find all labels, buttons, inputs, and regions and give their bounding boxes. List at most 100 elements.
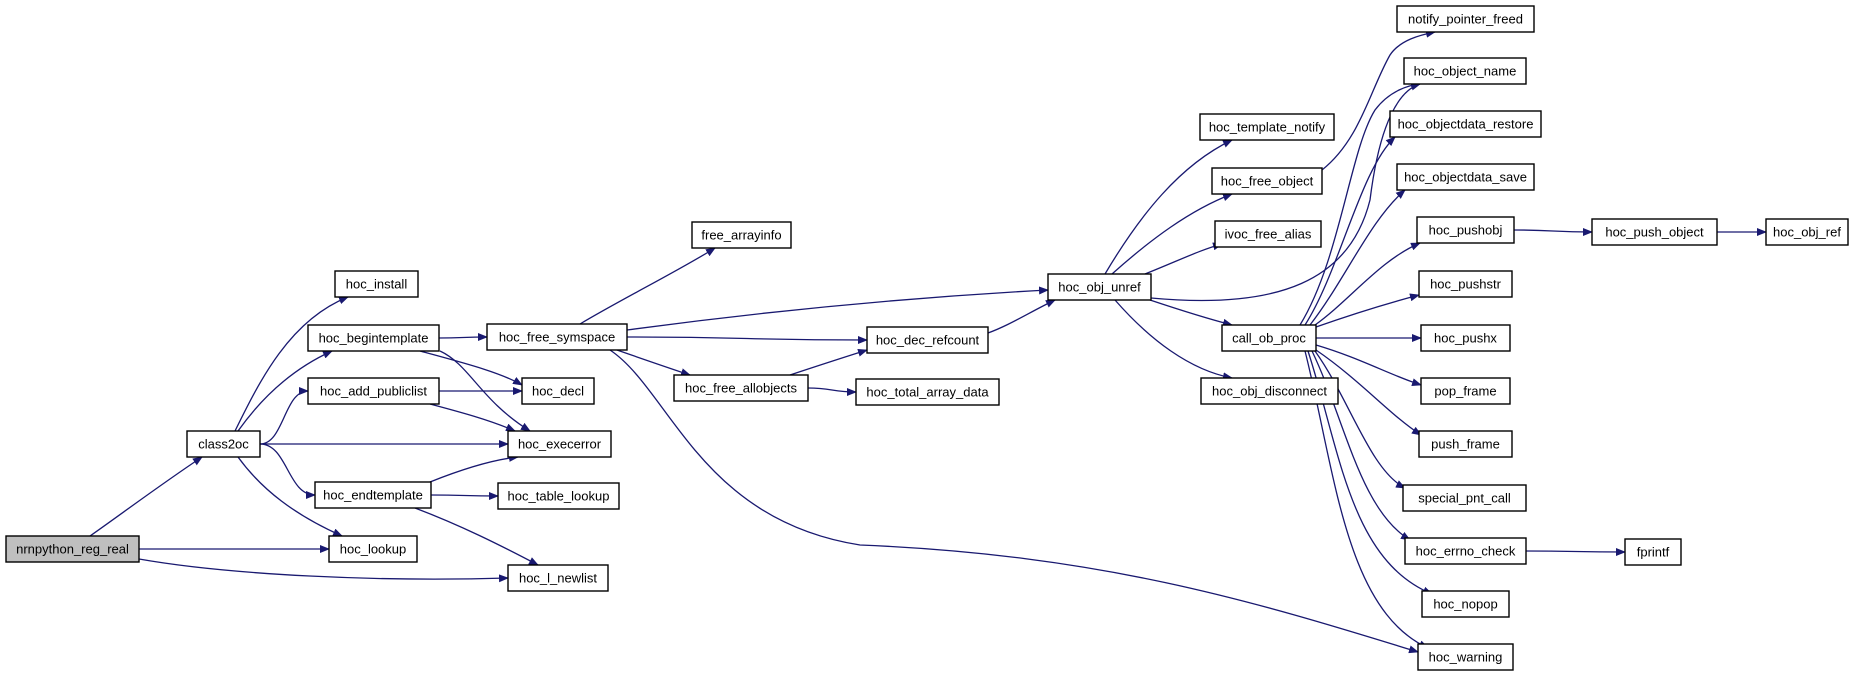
node-label: ivoc_free_alias [1225, 227, 1312, 242]
node-special-pnt-call[interactable]: special_pnt_call [1402, 484, 1527, 512]
node-box [497, 482, 620, 510]
node-hoc-lookup[interactable]: hoc_lookup [328, 535, 418, 563]
edge-hoc-endtemplate-to-hoc-table-lookup [430, 491, 499, 500]
node-label: hoc_push_object [1605, 225, 1704, 240]
node-label: hoc_obj_disconnect [1212, 384, 1327, 399]
edge-hoc-free-symspace-to-hoc-dec-refcount [626, 335, 868, 344]
node-label: hoc_table_lookup [508, 489, 610, 504]
node-box [1214, 220, 1322, 248]
node-hoc-obj-unref[interactable]: hoc_obj_unref [1047, 273, 1152, 301]
node-hoc-endtemplate[interactable]: hoc_endtemplate [314, 481, 432, 509]
node-box [1396, 163, 1535, 191]
node-label: hoc_execerror [518, 437, 602, 452]
node-box [1420, 324, 1511, 352]
node-hoc-decl[interactable]: hoc_decl [521, 377, 595, 405]
node-hoc-objectdata-save[interactable]: hoc_objectdata_save [1396, 163, 1535, 191]
edge-hoc-begintemplate-to-hoc-decl [419, 350, 523, 386]
node-hoc-free-object[interactable]: hoc_free_object [1211, 167, 1323, 195]
node-hoc-objectdata-restore[interactable]: hoc_objectdata_restore [1389, 110, 1542, 138]
node-label: hoc_total_array_data [866, 385, 989, 400]
node-hoc-dec-refcount[interactable]: hoc_dec_refcount [866, 326, 989, 354]
node-hoc-pushstr[interactable]: hoc_pushstr [1418, 270, 1513, 298]
node-box [1421, 590, 1510, 618]
node-hoc-nopop[interactable]: hoc_nopop [1421, 590, 1510, 618]
node-hoc-push-object[interactable]: hoc_push_object [1591, 218, 1718, 246]
node-hoc-template-notify[interactable]: hoc_template_notify [1199, 113, 1335, 141]
node-hoc-table-lookup[interactable]: hoc_table_lookup [497, 482, 620, 510]
node-label: nrnpython_reg_real [16, 542, 129, 557]
node-label: hoc_obj_unref [1058, 280, 1141, 295]
edge-hoc-begintemplate-to-hoc-free-symspace [438, 333, 488, 342]
edge-class2oc-to-hoc-add-publiclist [259, 387, 309, 445]
node-hoc-errno-check[interactable]: hoc_errno_check [1404, 537, 1527, 565]
node-label: hoc_free_allobjects [685, 381, 798, 396]
edge-hoc-endtemplate-to-hoc-execerror [429, 453, 519, 483]
node-hoc-free-symspace[interactable]: hoc_free_symspace [486, 323, 628, 351]
edge-call-ob-proc-to-hoc-object-name [1299, 80, 1421, 326]
node-label: hoc_lookup [340, 542, 407, 557]
node-hoc-warning[interactable]: hoc_warning [1417, 643, 1514, 671]
node-label: hoc_warning [1429, 650, 1503, 665]
edge-hoc-errno-check-to-fprintf [1525, 547, 1626, 556]
edge-hoc-free-object-to-notify-pointer-freed [1321, 29, 1436, 171]
edge-class2oc-to-hoc-begintemplate [237, 350, 333, 432]
node-pop-frame[interactable]: pop_frame [1420, 377, 1511, 405]
node-box [866, 326, 989, 354]
call-edges [89, 29, 1767, 654]
edge-class2oc-to-hoc-endtemplate [259, 443, 316, 499]
node-hoc-add-publiclist[interactable]: hoc_add_publiclist [307, 377, 440, 405]
node-box [1418, 270, 1513, 298]
node-hoc-install[interactable]: hoc_install [334, 270, 419, 298]
node-label: pop_frame [1434, 384, 1496, 399]
edge-call-ob-proc-to-hoc-pushobj [1314, 242, 1421, 326]
edge-call-ob-proc-to-special-pnt-call [1314, 350, 1406, 489]
node-box [855, 378, 1000, 406]
node-box [1403, 57, 1527, 85]
node-label: hoc_free_object [1221, 174, 1314, 189]
node-class2oc[interactable]: class2oc [186, 430, 261, 458]
node-hoc-free-allobjects[interactable]: hoc_free_allobjects [673, 374, 809, 402]
node-hoc-pushobj[interactable]: hoc_pushobj [1416, 216, 1515, 244]
node-nrnpython-reg-real[interactable]: nrnpython_reg_real [5, 535, 140, 563]
node-hoc-pushx[interactable]: hoc_pushx [1420, 324, 1511, 352]
node-hoc-execerror[interactable]: hoc_execerror [507, 430, 612, 458]
node-box [307, 377, 440, 405]
node-call-ob-proc[interactable]: call_ob_proc [1221, 324, 1317, 352]
edge-nrnpython-reg-real-to-class2oc [89, 456, 203, 537]
node-box [1396, 5, 1535, 33]
edge-hoc-free-symspace-to-hoc-warning [609, 349, 1419, 654]
node-box [307, 324, 440, 352]
edge-hoc-free-symspace-to-hoc-obj-unref [626, 286, 1049, 331]
edge-hoc-obj-unref-to-hoc-template-notify [1104, 139, 1233, 275]
node-hoc-object-name[interactable]: hoc_object_name [1403, 57, 1527, 85]
edge-class2oc-to-hoc-install [234, 296, 349, 432]
node-box [334, 270, 419, 298]
node-hoc-obj-ref[interactable]: hoc_obj_ref [1765, 218, 1849, 246]
node-label: hoc_decl [532, 384, 584, 399]
node-label: hoc_endtemplate [323, 488, 423, 503]
node-push-frame[interactable]: push_frame [1418, 430, 1513, 458]
node-label: special_pnt_call [1418, 491, 1511, 506]
edge-hoc-free-symspace-to-hoc-free-allobjects [616, 349, 691, 376]
edge-hoc-free-allobjects-to-hoc-dec-refcount [789, 348, 868, 376]
edge-nrnpython-reg-real-to-hoc-l-newlist [138, 558, 509, 583]
node-hoc-obj-disconnect[interactable]: hoc_obj_disconnect [1200, 377, 1339, 405]
node-label: free_arrayinfo [701, 228, 781, 243]
node-hoc-l-newlist[interactable]: hoc_l_newlist [507, 564, 609, 592]
call-nodes: nrnpython_reg_realclass2ochoc_installhoc… [5, 5, 1849, 671]
node-hoc-begintemplate[interactable]: hoc_begintemplate [307, 324, 440, 352]
node-free-arrayinfo[interactable]: free_arrayinfo [691, 221, 792, 249]
node-box [486, 323, 628, 351]
node-notify-pointer-freed[interactable]: notify_pointer_freed [1396, 5, 1535, 33]
node-label: hoc_objectdata_restore [1398, 117, 1534, 132]
node-hoc-total-array-data[interactable]: hoc_total_array_data [855, 378, 1000, 406]
node-box [1389, 110, 1542, 138]
edge-call-ob-proc-to-hoc-pushstr [1315, 293, 1420, 328]
node-box [1417, 643, 1514, 671]
node-box [1765, 218, 1849, 246]
node-ivoc-free-alias[interactable]: ivoc_free_alias [1214, 220, 1322, 248]
edge-hoc-obj-unref-to-hoc-obj-disconnect [1114, 299, 1233, 381]
node-fprintf[interactable]: fprintf [1624, 538, 1682, 566]
node-box [186, 430, 261, 458]
edge-hoc-obj-unref-to-call-ob-proc [1149, 299, 1233, 327]
